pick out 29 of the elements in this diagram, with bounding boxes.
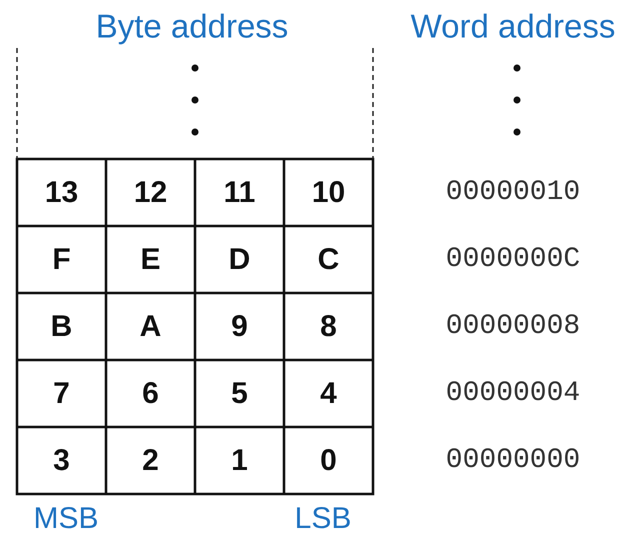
byte-number: E (140, 244, 160, 274)
byte-number: 3 (53, 446, 70, 476)
byte-number: 5 (231, 378, 248, 408)
byte-number: 8 (320, 312, 337, 342)
bit-order-label: MSB (34, 504, 98, 534)
byte-number: 4 (320, 378, 337, 408)
word-address: 00000004 (446, 380, 580, 408)
word-address: 00000000 (446, 446, 580, 474)
byte-number: 2 (142, 446, 159, 476)
byte-number: 1 (231, 446, 248, 476)
byte-number: 13 (44, 178, 78, 208)
byte-number: 6 (142, 378, 159, 408)
column-heading: Byte address (96, 10, 288, 42)
byte-number: 9 (231, 312, 248, 342)
byte-number: 12 (134, 178, 168, 208)
byte-number: 10 (312, 178, 346, 208)
byte-number: C (318, 244, 340, 274)
byte-number: 0 (320, 446, 337, 476)
byte-number: 7 (53, 378, 70, 408)
byte-number: 11 (224, 178, 256, 208)
word-address: 00000008 (446, 312, 580, 340)
bit-order-label: LSB (294, 504, 352, 534)
column-heading: Word address (410, 10, 616, 42)
byte-number: B (50, 312, 72, 342)
byte-number: D (228, 244, 250, 274)
word-address: 0000000C (446, 246, 580, 274)
byte-number: A (140, 312, 162, 342)
byte-number: F (52, 244, 71, 274)
word-address: 00000010 (446, 178, 580, 206)
